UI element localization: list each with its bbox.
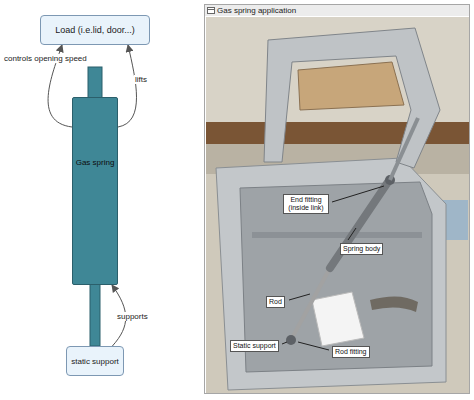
photo [205,5,470,393]
node-text: static support [71,357,119,366]
node-text: Spring body [343,245,380,253]
callout-label: Static support [230,340,279,352]
node-text: Load (i.e.lid, door...) [55,25,135,35]
strap [370,296,418,312]
support-box: static support [66,346,124,376]
lower-rod [90,284,100,346]
node-text: Gas spring [73,158,117,167]
edge-label: supports [116,312,149,321]
title-strip [205,5,470,16]
edge-label: controls opening speed [3,54,88,63]
leader-line [332,186,384,202]
photo-spring-body [330,182,388,268]
callout-label: Rod [266,296,285,308]
photo-spring-rod [292,268,330,338]
photo-rod-fitting [286,335,296,345]
machine-lid [264,28,440,168]
paper-roll [312,292,364,346]
photo-wall [206,17,469,393]
connector-arrow [118,45,137,127]
photo-link [390,118,418,180]
node-text: End fitting (inside link) [286,196,326,212]
panel-icon [208,8,215,14]
node-text: Rod [269,298,282,306]
leader-line [348,228,356,240]
load-box: Load (i.e.lid, door...) [40,15,150,45]
panel-icon-line [208,9,215,10]
leader-line [298,342,329,350]
edge-label: lifts [134,75,148,84]
gas-spring-body: Gas spring [72,97,118,285]
callout-label: Spring body [340,243,383,255]
photo-panel: Gas spring applicationEnd fitting (insid… [204,4,470,394]
leader-line [289,294,310,300]
callout-label: Rod fitting [332,346,370,358]
panel-title: Gas spring application [205,5,469,15]
leader-line [282,342,287,344]
machine-shelf [252,232,422,238]
machine-housing [216,158,446,390]
lid-inner-panel [298,62,404,110]
upper-rod [88,67,102,98]
node-text: Rod fitting [335,348,367,356]
node-text: Static support [233,342,276,350]
callout-label: End fitting (inside link) [283,194,329,214]
leader-lines [282,186,384,350]
